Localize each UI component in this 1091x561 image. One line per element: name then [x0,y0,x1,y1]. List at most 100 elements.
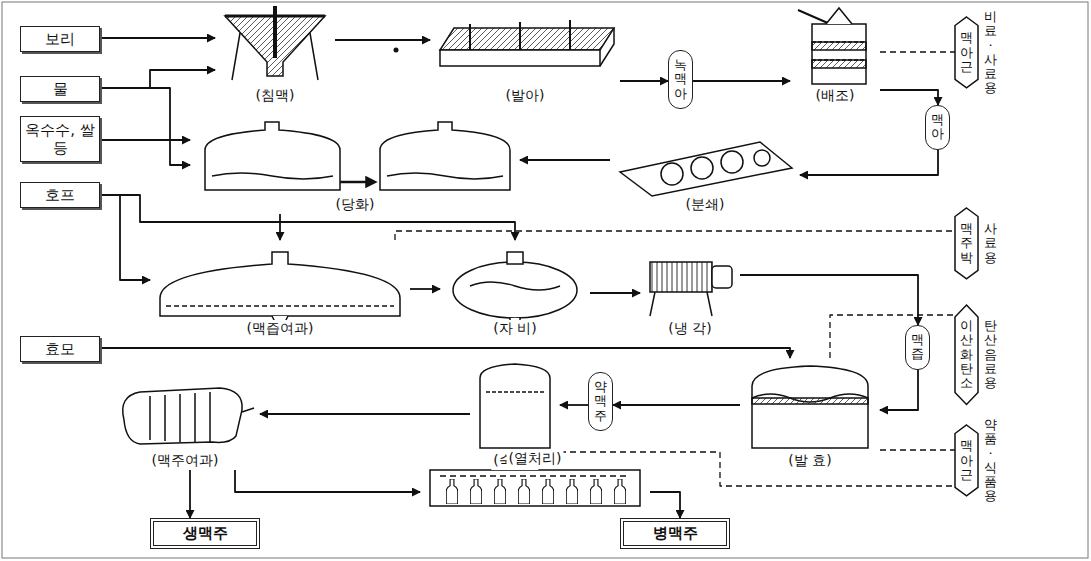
flow-arrow [613,404,740,406]
input-name: 보리 [45,30,75,48]
process-caption: (냉 각) [666,320,713,338]
flow-arrow [260,413,470,415]
flow-arrow [100,70,215,88]
byproduct-name: 맥주박 [960,222,973,265]
byproduct-line [880,449,955,450]
lagering-tank [480,364,550,448]
flow-arrow [410,288,440,290]
intermediate-box: 맥즙 [905,325,930,370]
flow-arrow [279,214,281,240]
byproduct-box: 맥아근 약품·식품용 [955,418,997,504]
byproduct-line [395,231,955,240]
flow-arrow [880,370,918,410]
input-box: 보리 [20,26,100,52]
hexagon-outline [955,208,978,279]
cooler [650,262,732,316]
byproduct-box: 맥아근 비료·사료용 [955,10,997,96]
process-caption: (당화) [334,196,377,214]
hexagon-outline [955,425,978,496]
kiln [798,8,866,84]
usage-label: 탄산음료용 [984,319,997,390]
steeping-tank [225,6,325,80]
process-step: (맥즙여과) [150,240,410,338]
process-step: (자 비) [440,240,590,338]
product-box: 병맥주 [620,518,730,549]
process-caption: (배조) [814,87,857,105]
process-step: (발아) [430,10,620,105]
intermediate-box: 맥아 [925,105,950,150]
input-name: 옥수수, 쌀 등 [25,121,95,157]
flow-arrow [235,470,420,492]
flow-arrow [740,275,918,325]
beer-filter [123,388,254,444]
intermediate-name: 맥아 [931,113,944,142]
pasteurizer [430,470,640,506]
flow-arrow [800,150,938,175]
flow-arrow [590,292,640,294]
process-step: (배조) [790,5,880,105]
intermediate-box: 약맥주 [588,372,613,431]
process-caption: (침맥) [254,87,297,105]
process-step: (분쇄) [610,130,800,214]
flow-arrow [620,80,668,82]
dot [394,48,399,53]
process-caption: (열처리) [507,450,564,468]
input-box: 효모 [20,336,100,362]
byproduct-line [880,51,955,52]
flow-arrow [520,159,610,161]
mill [620,142,792,196]
usage-label: 비료·사료용 [984,10,997,96]
process-step: (당화) [190,118,520,214]
process-step: (맥주여과) [110,380,260,470]
flow-arrow [880,90,938,105]
input-box: 물 [20,76,100,102]
boil-kettle [453,252,577,322]
process-step: (냉 각) [640,248,740,338]
process-caption: (자 비) [491,320,538,338]
input-box: 옥수수, 쌀 등 [20,116,100,162]
usage-label: 약품·식품용 [984,418,997,504]
intermediate-name: 맥즙 [911,333,924,362]
product-name: 병맥주 [653,524,698,543]
intermediate-name: 녹맥아 [674,58,687,101]
fermentation-tank [752,366,868,448]
hexagon-outline: 맥아근 [955,17,978,88]
flow-arrow [100,88,190,165]
input-name: 호프 [45,186,75,204]
hexagon-outline: 맥아근 [955,425,978,496]
byproduct-name: 맥아근 [960,31,973,74]
flow-arrow [189,470,191,518]
process-caption: (맥주여과) [150,452,221,470]
flow-arrow [100,37,215,39]
input-name: 물 [53,80,68,98]
process-caption: (발 효) [786,452,833,470]
product-name: 생맥주 [183,524,228,543]
intermediate-name: 약맥주 [594,380,607,423]
flow-arrow [693,80,790,82]
input-box: 호프 [20,182,100,208]
usage-label: 사료용 [984,222,997,265]
product-box: 생맥주 [150,518,260,549]
process-caption: (발아) [504,87,547,105]
byproduct-name: 맥아근 [960,439,973,482]
lauter-tun [160,252,400,324]
hexagon-outline [955,17,978,88]
byproduct-box: 맥주박 사료용 [955,208,997,279]
flow-arrow [100,348,790,358]
process-step: (침맥) [215,5,335,105]
flow-arrow [100,195,515,240]
byproduct-name: 이산화탄소 [960,319,973,390]
process-caption: (분쇄) [684,196,727,214]
intermediate-box: 녹맥아 [668,50,693,109]
hexagon-outline: 이산화탄소 [955,305,978,404]
process-step: (발 효) [740,358,880,470]
byproduct-line [560,452,955,486]
hexagon-outline: 맥주박 [955,208,978,279]
hexagon-outline [955,305,978,404]
flow-arrow [650,492,680,518]
process-caption: (맥즙여과) [245,320,316,338]
